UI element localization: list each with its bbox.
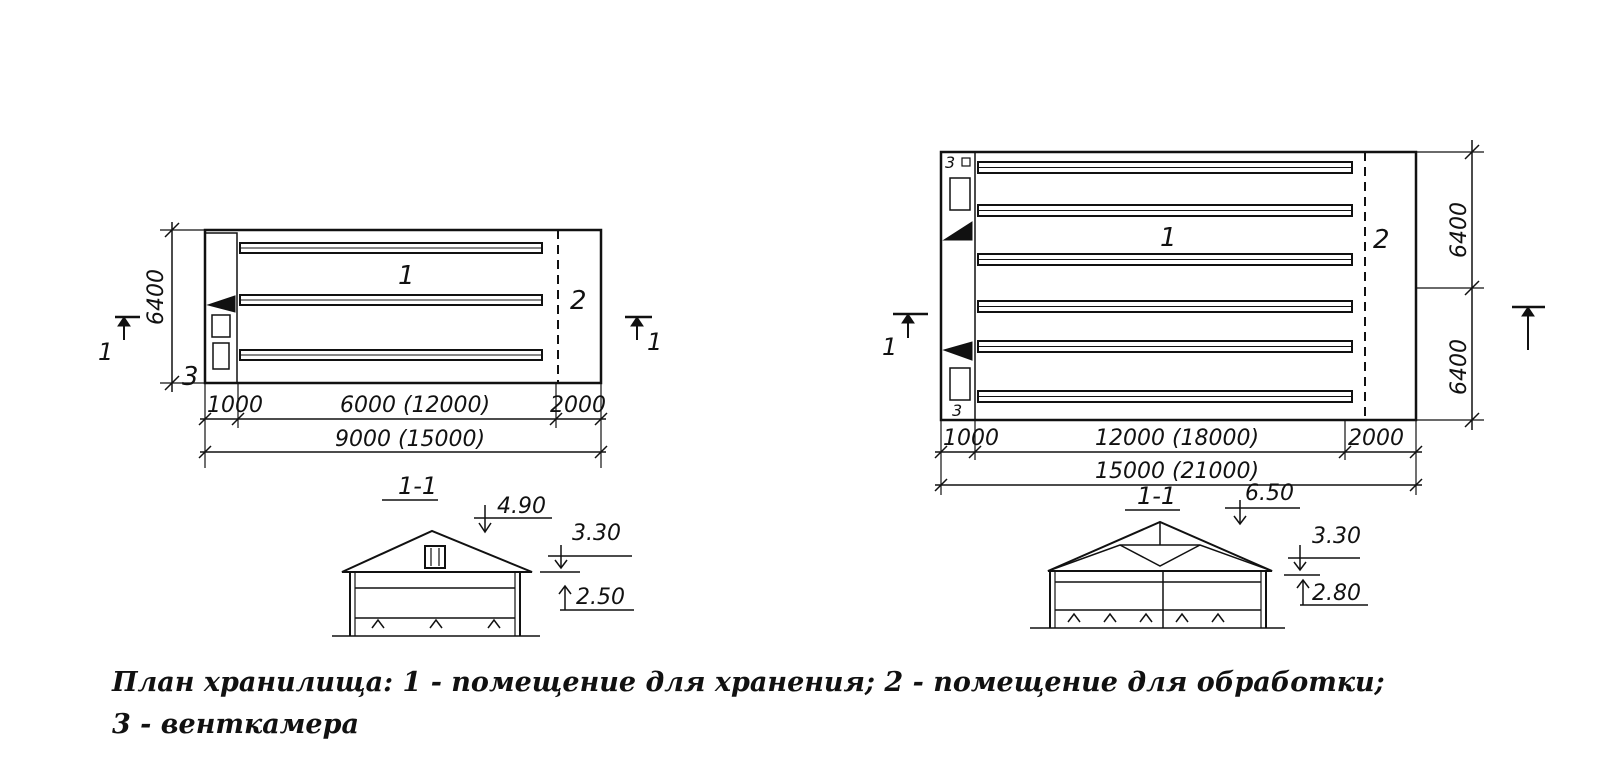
right-dim-1000: 1000 bbox=[943, 426, 999, 451]
left-storage-bins bbox=[239, 242, 543, 361]
right-plan-outline bbox=[939, 150, 1418, 422]
right-height-dim-top: 6400 bbox=[1447, 202, 1472, 258]
left-vent-chamber bbox=[204, 232, 238, 384]
caption-line-2: 3 - венткамера bbox=[112, 709, 359, 740]
right-elev-ridge: 6.50 bbox=[1245, 481, 1294, 506]
caption-line-1: План хранилища: 1 - помещение для хранен… bbox=[112, 667, 1385, 698]
right-elev-wall: 2.80 bbox=[1312, 581, 1361, 606]
right-room-label-3-top: 3 bbox=[945, 153, 955, 172]
right-height-dim-bottom: 6400 bbox=[1447, 339, 1472, 395]
left-section-label: 1-1 bbox=[398, 472, 437, 500]
right-section-label: 1-1 bbox=[1137, 482, 1176, 510]
left-elev-wall: 2.50 bbox=[576, 585, 625, 610]
right-dim-storage: 12000 (18000) bbox=[1095, 426, 1259, 451]
left-height-dim: 6400 bbox=[144, 269, 169, 325]
left-dim-1000: 1000 bbox=[207, 393, 263, 418]
right-dim-total: 15000 (21000) bbox=[1095, 459, 1259, 484]
left-room-label-3: 3 bbox=[182, 362, 199, 392]
left-elev-ridge: 4.90 bbox=[497, 494, 546, 519]
right-plan bbox=[893, 140, 1545, 495]
left-room-label-2: 2 bbox=[570, 286, 587, 316]
left-section-mark-a: 1 bbox=[98, 338, 113, 366]
right-dim-2000: 2000 bbox=[1348, 426, 1404, 451]
left-section-mark-b: 1 bbox=[647, 328, 662, 356]
right-room-label-1: 1 bbox=[1160, 223, 1177, 253]
left-dim-2000: 2000 bbox=[550, 393, 606, 418]
right-elev-eave: 3.30 bbox=[1312, 524, 1361, 549]
left-dim-total: 9000 (15000) bbox=[335, 427, 485, 452]
figure-caption: План хранилища: 1 - помещение для хранен… bbox=[112, 662, 1552, 746]
right-room-label-2: 2 bbox=[1373, 225, 1390, 255]
right-section bbox=[1030, 500, 1368, 629]
right-section-mark: 1 bbox=[882, 333, 897, 361]
left-section bbox=[332, 499, 634, 637]
left-elev-eave: 3.30 bbox=[572, 521, 621, 546]
right-room-label-3-bottom: 3 bbox=[952, 401, 962, 420]
right-vent-chamber bbox=[940, 151, 976, 421]
left-dim-storage: 6000 (12000) bbox=[340, 393, 490, 418]
left-plan bbox=[115, 222, 652, 468]
right-storage-bins bbox=[977, 161, 1353, 403]
left-room-label-1: 1 bbox=[398, 261, 415, 291]
